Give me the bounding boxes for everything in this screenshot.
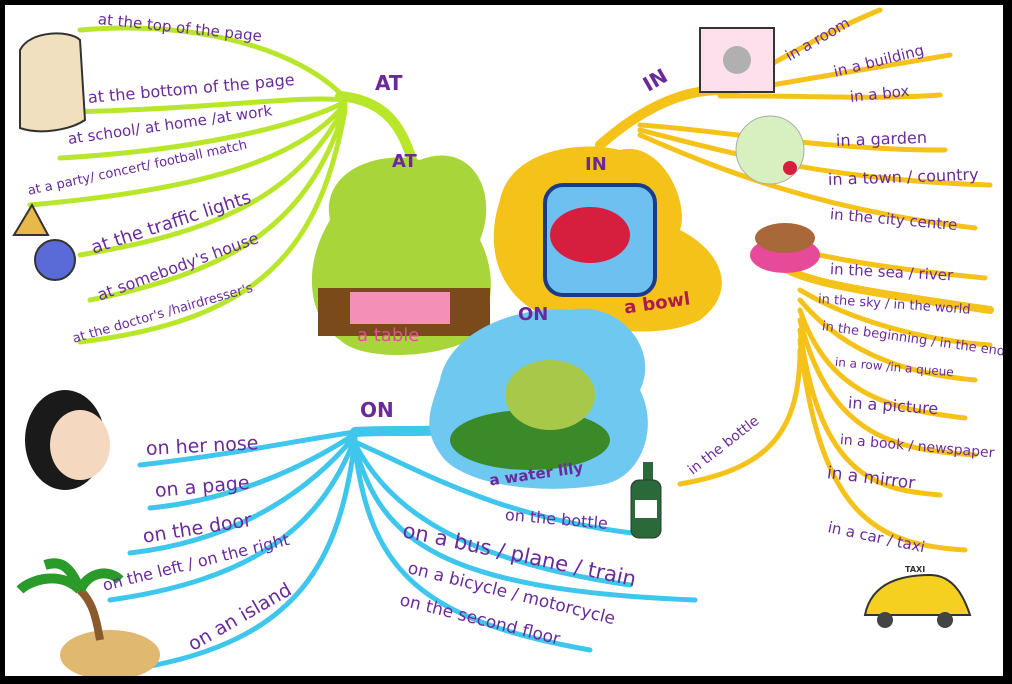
girl-face-icon (25, 390, 110, 490)
scroll-icon (19, 32, 87, 133)
taxi-icon: TAXI (863, 565, 972, 628)
in-item-3: in a garden (835, 127, 928, 150)
mouse-box-icon (699, 27, 775, 93)
at-heading: AT (375, 71, 403, 95)
on-branches (107, 425, 698, 671)
mind-map: TAXI AT IN ON AT IN ON a table a bowl a … (5, 5, 1003, 676)
palm-island-icon (16, 558, 160, 676)
on-heading: ON (360, 398, 394, 422)
at-bubble-heading: AT (392, 151, 417, 172)
branches-svg: TAXI (12, 7, 994, 676)
dog-float-icon (750, 223, 820, 273)
traffic-light-man-icon (12, 202, 76, 281)
in-bubble (493, 146, 722, 332)
on-bubble (429, 308, 648, 489)
in-bubble-heading: IN (585, 154, 607, 175)
taxi-sign-text: TAXI (905, 565, 925, 574)
garden-icon (735, 115, 805, 185)
at-branches (27, 25, 417, 345)
at-bubble (311, 155, 491, 355)
at-bubble-caption: a table (357, 325, 420, 346)
on-bubble-heading: ON (518, 304, 549, 325)
bottle-icon (630, 462, 662, 539)
mind-map-frame: TAXI AT IN ON AT IN ON a table a bowl a … (5, 5, 1003, 676)
